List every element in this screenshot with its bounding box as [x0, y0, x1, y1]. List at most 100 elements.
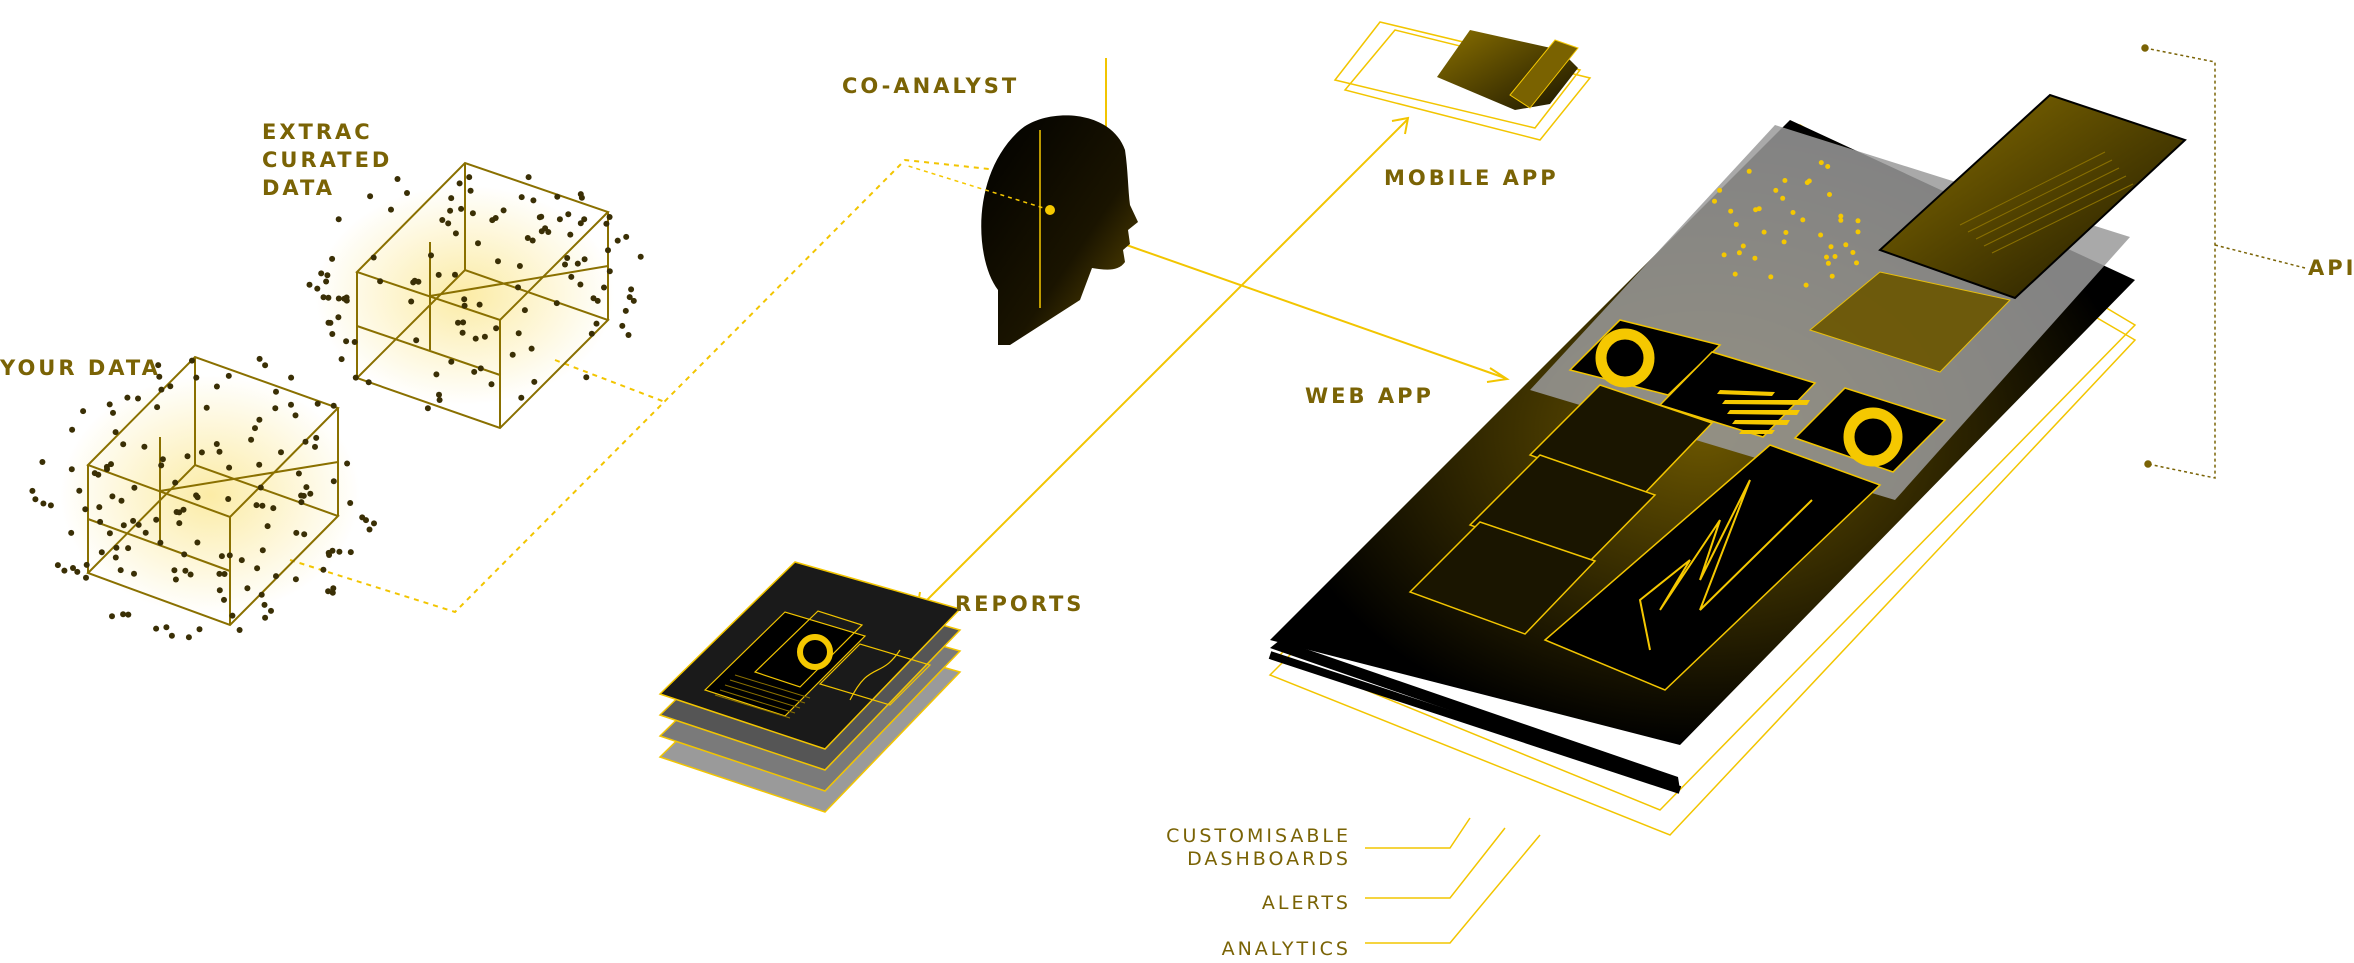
data-point: [203, 404, 210, 411]
data-point: [156, 373, 163, 380]
data-point: [1761, 229, 1767, 235]
data-point: [54, 562, 61, 569]
data-point: [601, 284, 607, 291]
data-point: [1824, 254, 1829, 260]
data-point: [142, 529, 149, 536]
data-point: [80, 408, 87, 415]
data-point: [509, 351, 516, 358]
data-point: [1818, 160, 1824, 166]
label-co-analyst: CO-ANALYST: [842, 74, 1020, 98]
data-point: [176, 520, 183, 527]
data-point: [475, 240, 481, 247]
data-point: [329, 331, 336, 337]
data-point: [529, 237, 536, 244]
label-alerts: ALERTS: [1261, 892, 1351, 914]
data-point: [554, 193, 561, 200]
data-point: [303, 484, 310, 491]
data-point: [370, 254, 377, 261]
data-point: [298, 492, 305, 499]
data-point: [182, 567, 189, 574]
data-point: [172, 479, 179, 486]
data-point: [244, 585, 251, 592]
data-point: [344, 460, 351, 467]
data-point: [530, 197, 537, 204]
data-point: [153, 625, 160, 632]
data-point: [172, 576, 179, 583]
data-point: [252, 425, 258, 432]
data-point: [1773, 187, 1779, 193]
data-point: [394, 176, 401, 182]
data-point: [562, 261, 568, 268]
data-point: [106, 530, 113, 537]
data-point: [117, 567, 124, 574]
data-point: [472, 335, 479, 342]
data-point: [377, 278, 384, 285]
data-point: [32, 496, 39, 503]
data-point: [605, 247, 611, 254]
data-point: [1803, 282, 1809, 288]
data-point: [131, 484, 138, 491]
data-point: [256, 416, 263, 423]
data-point: [47, 502, 54, 509]
data-point: [74, 568, 81, 575]
data-point: [312, 443, 318, 450]
label-your-data: YOUR DATA: [0, 356, 161, 380]
data-point: [118, 497, 125, 504]
data-point: [567, 231, 574, 238]
reports-stack-icon: [658, 561, 962, 813]
data-point: [184, 453, 191, 460]
data-point: [226, 464, 233, 471]
data-point: [125, 611, 132, 618]
data-point: [452, 271, 458, 278]
data-point: [262, 614, 269, 621]
data-point: [458, 205, 465, 212]
data-point: [113, 544, 120, 551]
data-point: [1746, 168, 1752, 174]
data-point: [448, 358, 455, 365]
data-point: [578, 194, 585, 201]
data-point: [130, 517, 137, 524]
data-point: [553, 300, 560, 307]
data-point: [1736, 250, 1742, 256]
data-point: [439, 217, 446, 223]
data-point: [500, 207, 507, 214]
data-point: [330, 402, 337, 409]
data-point: [335, 216, 342, 223]
data-point: [1728, 208, 1734, 214]
data-point: [415, 278, 422, 285]
data-point: [574, 260, 581, 267]
data-point: [159, 456, 166, 463]
data-point: [436, 397, 443, 403]
data-point: [1825, 260, 1831, 266]
data-point: [187, 571, 194, 578]
label-dashboards-line1: CUSTOMISABLE: [1166, 825, 1351, 847]
data-point: [120, 522, 127, 529]
data-point: [452, 230, 459, 237]
data-point: [216, 570, 223, 577]
data-point: [347, 549, 354, 556]
data-point: [155, 362, 162, 369]
data-point: [216, 448, 223, 455]
data-point: [460, 319, 467, 326]
data-point: [273, 573, 279, 580]
data-point: [577, 281, 584, 288]
data-point: [1804, 180, 1810, 186]
data-point: [1825, 164, 1831, 169]
data-point: [313, 434, 320, 441]
data-point: [1781, 239, 1787, 245]
data-point: [221, 571, 228, 577]
label-web-app: WEB APP: [1305, 384, 1434, 408]
data-point: [603, 220, 610, 227]
label-analytics: ANALYTICS: [1221, 938, 1351, 960]
data-point: [1752, 255, 1758, 261]
data-point: [61, 567, 68, 574]
data-point: [120, 441, 127, 448]
data-point: [82, 506, 89, 513]
data-point: [268, 607, 274, 614]
data-point: [481, 333, 488, 340]
data-point: [1732, 271, 1738, 277]
data-point: [359, 514, 366, 521]
data-point: [628, 286, 635, 293]
data-point: [216, 587, 223, 594]
data-point: [538, 213, 545, 220]
